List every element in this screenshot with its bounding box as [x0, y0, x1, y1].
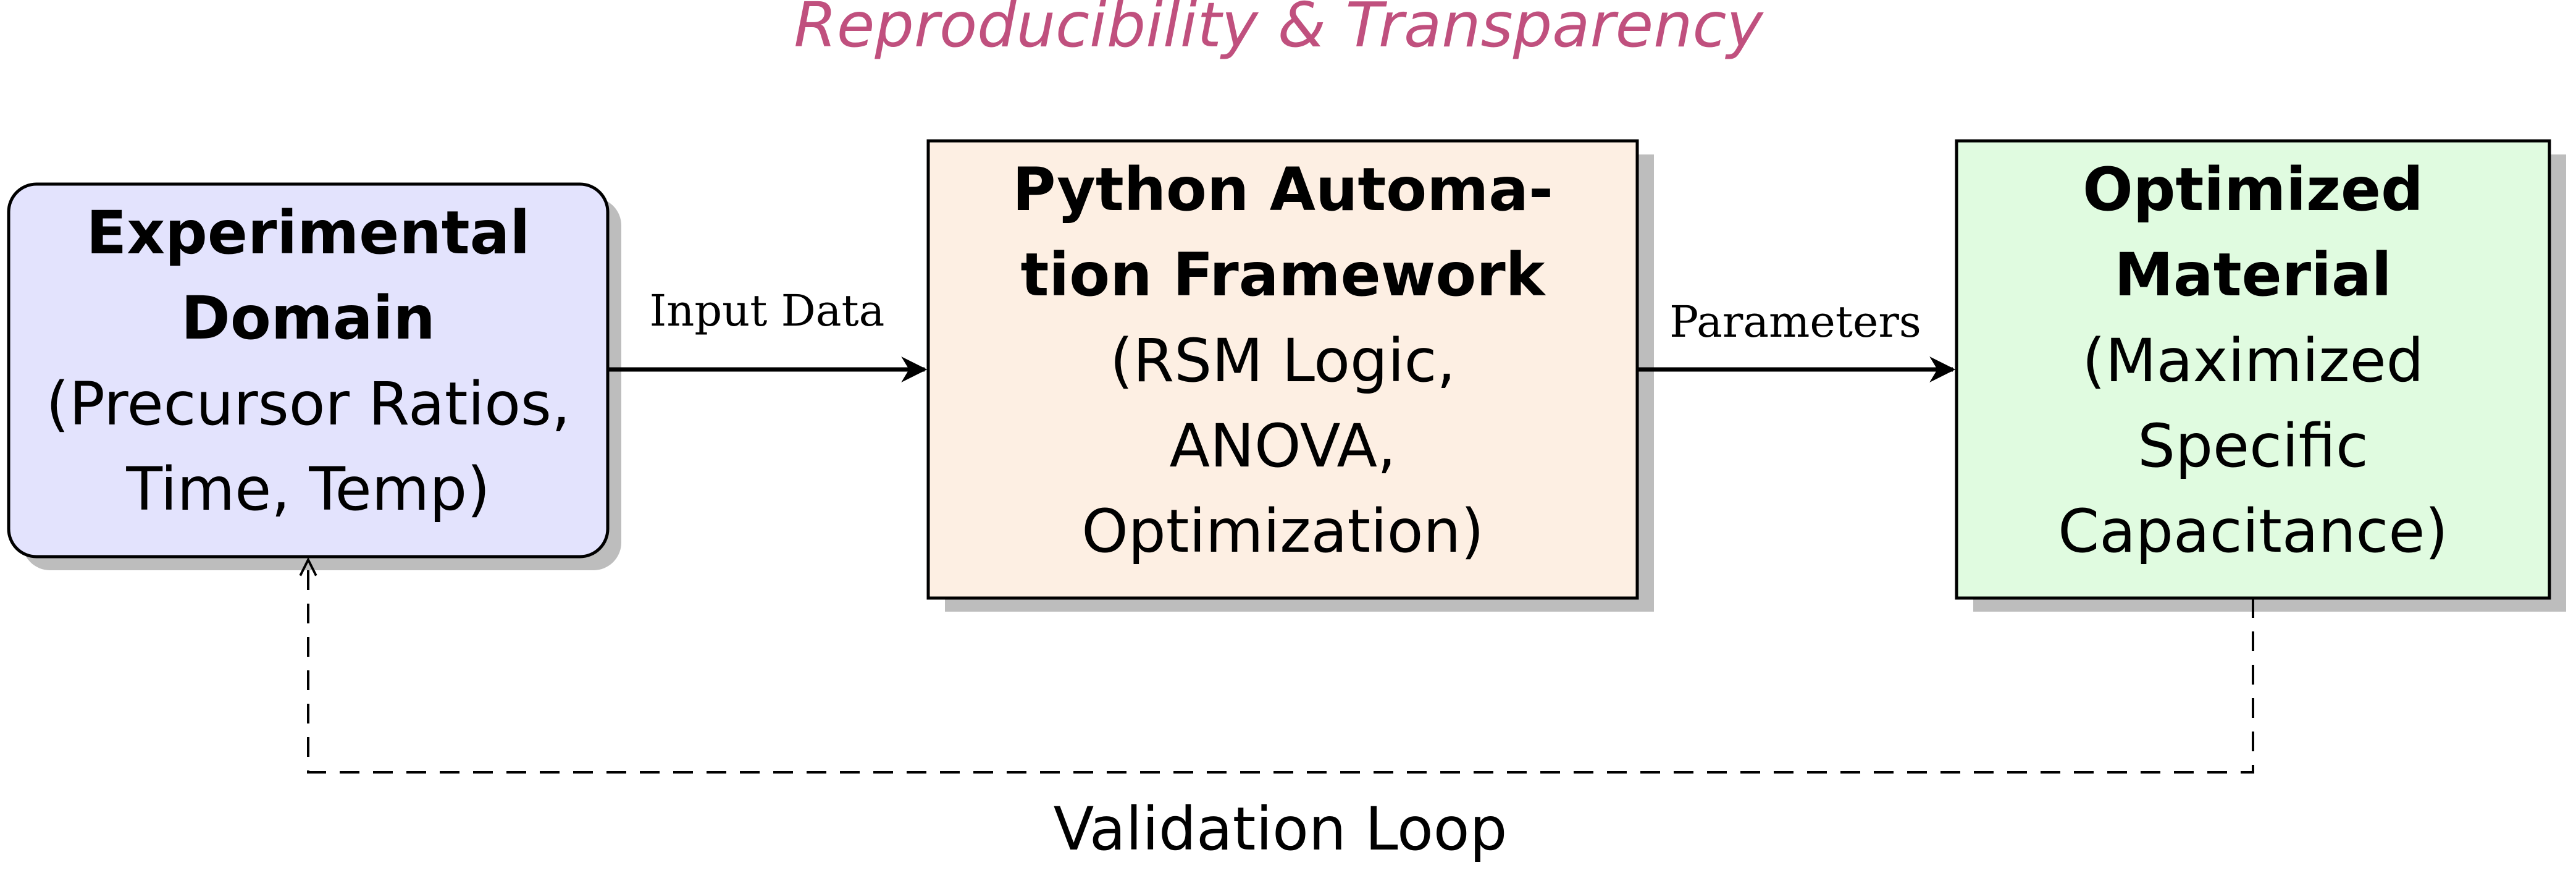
python-detail-line-1: (RSM Logic,	[1110, 326, 1456, 395]
optimized-material-box	[1955, 139, 2551, 600]
python-detail-line-2: ANOVA,	[1169, 411, 1396, 481]
optimized-detail-line-1: (Maximized	[2082, 326, 2423, 395]
python-title-line-1: Python Automa-	[1012, 155, 1553, 224]
validation-loop-path	[308, 560, 2254, 774]
optimized-material-label: Optimized Material (Maximized Specific C…	[2058, 155, 2448, 566]
python-title-line-2: tion Framework	[1020, 240, 1546, 310]
experimental-title-line-2: Domain	[181, 284, 435, 353]
experimental-detail-line-2: Time, Temp)	[125, 455, 490, 524]
parameters-label: Parameters	[1669, 297, 1921, 347]
python-framework-label: Python Automa- tion Framework (RSM Logic…	[1012, 155, 1553, 566]
optimized-title-line-1: Optimized	[2083, 155, 2423, 224]
validation-loop-label: Validation Loop	[1054, 795, 1508, 864]
python-detail-line-3: Optimization)	[1081, 497, 1484, 566]
diagram-title: Reproducibility & Transparency	[794, 0, 1764, 61]
optimized-detail-line-3: Capacitance)	[2058, 497, 2448, 566]
optimized-title-line-2: Material	[2114, 240, 2391, 310]
python-framework-box	[926, 139, 1639, 600]
experimental-domain-label: Experimental Domain (Precursor Ratios, T…	[46, 198, 571, 524]
experimental-detail-line-1: (Precursor Ratios,	[46, 369, 571, 439]
input-data-label: Input Data	[650, 285, 885, 336]
optimized-detail-line-2: Specific	[2138, 411, 2368, 481]
experimental-title-line-1: Experimental	[86, 198, 531, 268]
